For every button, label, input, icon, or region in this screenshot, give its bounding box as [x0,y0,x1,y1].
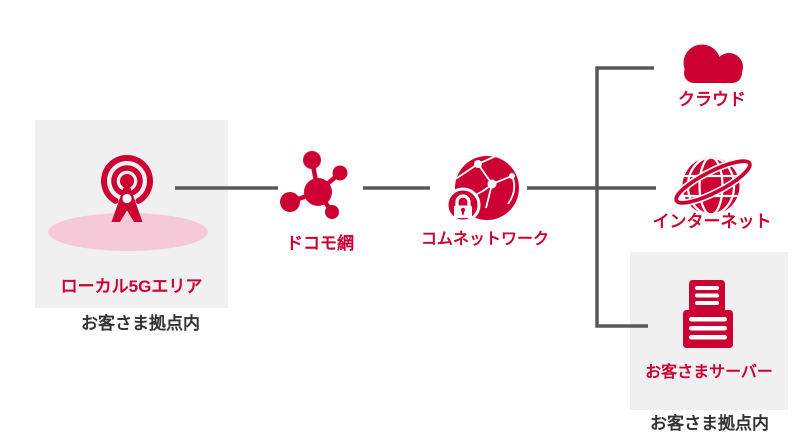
cloud-icon [683,44,743,83]
customer-site-caption-left: お客さま拠点内 [81,314,200,333]
coverage-area-ellipse [48,213,208,251]
globe-orbit-icon [672,157,754,215]
lock-icon [445,187,481,223]
network-nodes-icon [280,151,348,219]
internet-label: インターネット [652,212,772,231]
local5g-area-label: ローカル5Gエリア [60,277,203,296]
docomo-network-label: ドコモ網 [286,234,354,253]
secure-globe-icon [445,156,519,223]
customer-site-caption-right: お客さま拠点内 [650,414,769,433]
antenna-icon [101,155,153,222]
cloud-label: クラウド [678,90,746,109]
customer-server-label: お客さまサーバー [645,364,773,381]
com-network-label: コムネットワーク [420,231,549,248]
server-icon [683,280,733,348]
